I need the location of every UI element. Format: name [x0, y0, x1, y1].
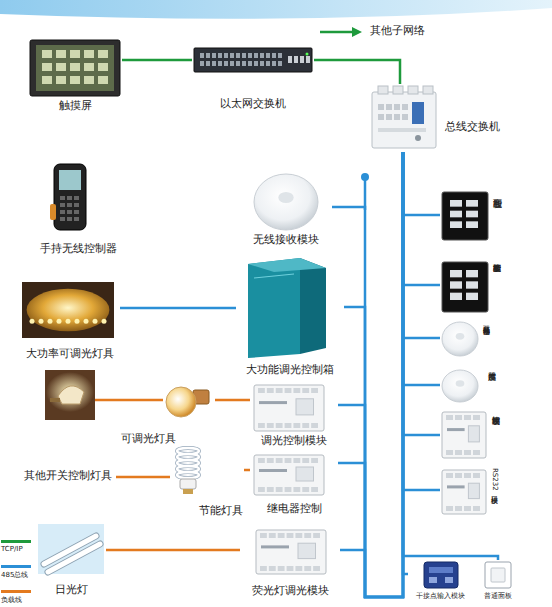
- device-illustration: [442, 370, 478, 402]
- device-label: 调光控制模块: [250, 435, 338, 448]
- device-illustration: [30, 40, 120, 96]
- device-illustration: [38, 524, 104, 574]
- device-label: 大功率可调光灯具: [20, 348, 120, 361]
- device-label: 可调光灯具: [115, 433, 181, 446]
- device-illustration: [442, 322, 478, 356]
- wire-connector: [340, 152, 403, 597]
- note-label: 其他子网络: [370, 25, 460, 38]
- wire-connector: [106, 549, 240, 552]
- device-node: 干接点输入模块: [408, 560, 472, 604]
- device-node: 以太网交换机: [192, 46, 314, 112]
- device-illustration: [163, 378, 213, 420]
- device-node: 日光灯: [36, 522, 106, 600]
- device-illustration: [254, 385, 324, 431]
- device-label: 红外双鉴 移动传感器: [482, 320, 490, 357]
- device-node: 荧光灯调光模块: [240, 528, 340, 600]
- device-node: 逻辑控制模块: [440, 410, 516, 460]
- legend-swatch: [1, 540, 31, 543]
- device-illustration: [442, 470, 486, 514]
- device-label: 触摸屏: [28, 100, 122, 113]
- wire-connector: [338, 152, 403, 597]
- device-label: 总线交换机: [440, 121, 505, 134]
- wire-connector: [403, 152, 440, 385]
- device-label: RS232接口模块: [490, 468, 498, 516]
- wire-connector: [403, 152, 440, 435]
- device-illustration: [170, 445, 206, 495]
- legend-text: 485总线: [1, 570, 28, 580]
- wire-connector: [403, 152, 498, 560]
- device-illustration: [442, 262, 488, 312]
- device-node: 调光控制模块: [250, 383, 338, 449]
- device-node: 可调光灯具: [115, 376, 215, 448]
- device-node: 多功能智能面板: [440, 258, 516, 316]
- wire-connector: [403, 152, 440, 490]
- device-node: 无线接收模块: [240, 172, 332, 252]
- load-wire: [95, 399, 163, 402]
- legend-text: TCP/IP: [1, 545, 23, 553]
- device-illustration: [442, 412, 486, 458]
- wire-connector: [314, 60, 400, 84]
- device-node: 总线交换机: [370, 84, 505, 152]
- device-node: 继电器控制: [250, 453, 338, 517]
- wire-connector: [403, 152, 440, 215]
- bus-wire: [364, 177, 367, 210]
- top-band: [0, 0, 552, 19]
- legend-text: 负载线: [1, 595, 22, 605]
- device-illustration: [50, 164, 90, 230]
- device-label: 手持无线控制器: [28, 243, 128, 256]
- device-node: 手持无线控制器: [28, 162, 128, 258]
- device-illustration: [256, 530, 326, 574]
- device-illustration: [194, 48, 312, 72]
- wire-connector: [344, 152, 403, 597]
- device-node: 红外双鉴 移动传感器: [440, 318, 516, 364]
- device-node: 节能灯具: [168, 443, 244, 521]
- device-label: 智能面板: [492, 192, 502, 240]
- device-label: 日光灯: [36, 584, 106, 597]
- wire-connector: [332, 152, 403, 597]
- device-label: 大功能调光控制箱: [236, 364, 344, 377]
- wire-connector: [122, 59, 192, 62]
- device-node: 大功率可调光灯具: [20, 280, 120, 364]
- device-illustration: [254, 174, 318, 230]
- device-illustration: [372, 84, 436, 150]
- device-node: 照度传感器: [440, 366, 516, 410]
- device-illustration: [254, 455, 324, 495]
- device-illustration: [240, 258, 330, 358]
- device-label: 逻辑控制模块: [490, 410, 499, 460]
- device-illustration: [22, 282, 114, 338]
- device-node: 触摸屏: [28, 38, 122, 112]
- device-label: 干接点输入模块: [408, 592, 472, 600]
- wire-connector: [215, 399, 250, 402]
- device-node: 大功能调光控制箱: [236, 256, 344, 380]
- device-label: 荧光灯调光模块: [240, 585, 340, 598]
- wall-lamp-photo: [45, 370, 95, 420]
- bus-dot: [361, 173, 369, 181]
- wire-connector: [403, 152, 440, 285]
- device-label: 照度传感器: [486, 366, 495, 410]
- wire-connector: [244, 469, 250, 472]
- device-label: 以太网交换机: [192, 98, 314, 111]
- uplink-wire: [320, 31, 354, 34]
- device-label: 继电器控制: [250, 503, 338, 516]
- device-illustration: [485, 562, 511, 588]
- device-label: 多功能智能面板: [492, 258, 500, 316]
- wire-connector: [120, 307, 236, 310]
- uplink-arrowhead: [352, 27, 362, 37]
- wire-connector: [338, 152, 403, 597]
- device-label: 普通面板: [476, 592, 520, 600]
- device-illustration: [424, 562, 458, 588]
- device-illustration: [442, 192, 488, 240]
- device-node: 普通面板: [476, 560, 520, 604]
- device-label: 无线接收模块: [240, 234, 332, 247]
- legend-swatch: [1, 590, 31, 593]
- device-node: 智能面板: [440, 190, 516, 242]
- wire-connector: [403, 152, 440, 338]
- device-node: RS232接口模块: [440, 468, 516, 516]
- device-label: 节能灯具: [196, 505, 246, 518]
- note-label: 其他开关控制灯具: [24, 470, 120, 483]
- legend-swatch: [1, 565, 31, 568]
- load-wire: [116, 476, 170, 479]
